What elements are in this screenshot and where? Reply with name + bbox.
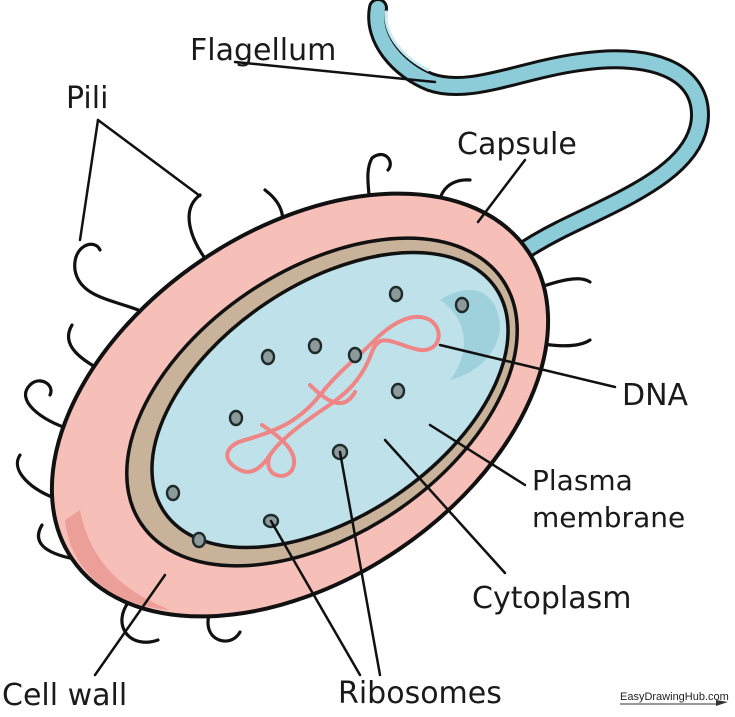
- ribosome-dots-icon: [165, 285, 470, 549]
- label-plasma: Plasma: [532, 464, 633, 497]
- label-cell-wall: Cell wall: [2, 678, 127, 713]
- label-flagellum: Flagellum: [190, 33, 336, 68]
- label-capsule: Capsule: [457, 127, 577, 162]
- dna-strand-icon: [225, 314, 441, 478]
- leader-lines: [78, 60, 617, 677]
- watermark-text: EasyDrawingHub.com: [620, 691, 729, 703]
- label-dna: DNA: [622, 378, 689, 413]
- pencil-icon: [716, 700, 728, 706]
- label-cytoplasm: Cytoplasm: [472, 581, 631, 616]
- label-pili: Pili: [66, 81, 108, 116]
- label-ribosomes: Ribosomes: [338, 676, 502, 711]
- label-membrane: membrane: [532, 501, 685, 534]
- watermark: EasyDrawingHub.com: [620, 691, 729, 706]
